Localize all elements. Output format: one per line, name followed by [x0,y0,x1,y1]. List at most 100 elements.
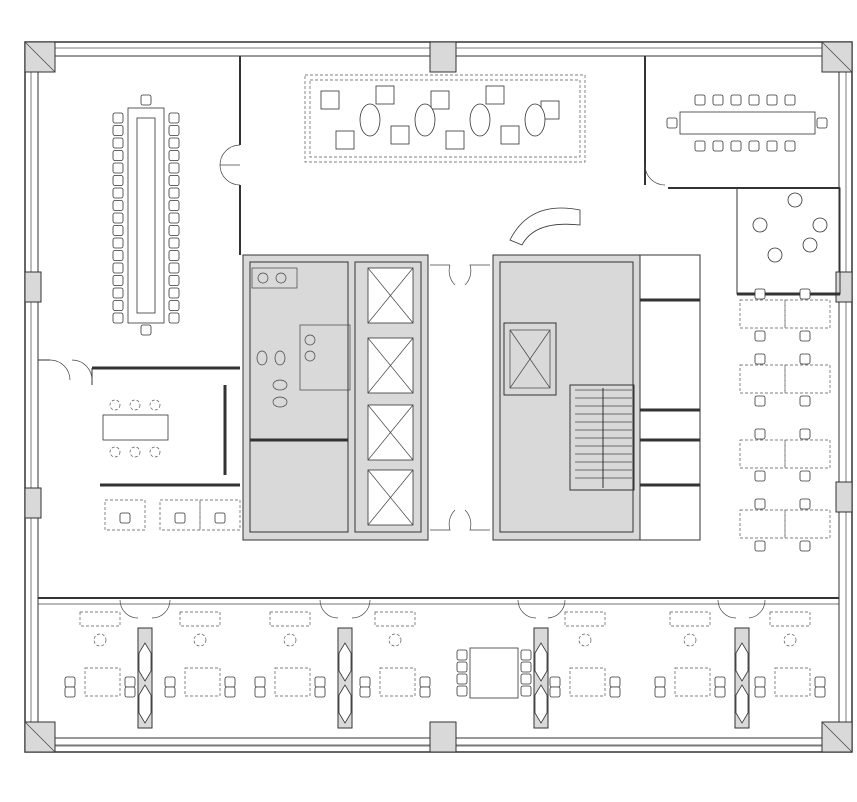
chair [168,187,180,199]
chair [730,94,742,106]
chair [520,685,532,697]
table [739,439,786,469]
chair [112,112,124,124]
chair [799,353,811,365]
chair [164,676,176,688]
chair [799,288,811,300]
column [835,271,853,303]
column [24,487,42,519]
table [374,611,416,627]
table [739,364,786,394]
lounge-chair [812,217,828,233]
door-swing [517,599,537,619]
chair [168,112,180,124]
chair [112,137,124,149]
chair [814,676,826,688]
table [184,667,221,697]
chair [714,676,726,688]
table [679,111,816,135]
chair [112,175,124,186]
door-swing [351,599,371,619]
coffee-table [414,103,436,137]
stair [575,388,632,488]
column [429,721,457,753]
chair [112,237,124,249]
lounge-chair [767,247,783,263]
table [739,299,786,329]
chair [520,673,532,685]
chair [168,150,180,161]
chair [609,676,621,688]
chair [748,140,760,152]
door-swing [219,164,241,186]
elevators [367,267,414,526]
interior-walls [38,56,841,605]
chair [799,428,811,440]
chair [112,287,124,299]
chair [754,686,766,698]
chair [419,686,431,698]
chair [174,512,186,524]
table [179,611,221,627]
chair [799,498,811,510]
chair [748,94,760,106]
table [274,667,311,697]
door-swing [219,144,241,166]
chair [799,395,811,407]
chair [314,686,326,698]
chair [168,287,180,299]
chair [456,685,468,697]
door-swing [319,599,339,619]
door-swing [151,599,171,619]
chair [359,686,371,698]
table [784,509,831,539]
chair [112,162,124,174]
coffee-table [359,103,381,137]
chair [754,288,766,300]
table [674,667,711,697]
door-swing [430,264,456,286]
building-core-right [492,254,641,541]
chair [754,676,766,688]
column [429,41,457,73]
chair [549,686,561,698]
chair [124,676,136,688]
table [669,611,711,627]
chair [609,686,621,698]
chair [112,187,124,199]
armchair [390,125,410,145]
stool [149,399,161,411]
chair [112,275,124,286]
chair [654,676,666,688]
chair [112,225,124,236]
door-swing [430,509,456,531]
column [835,481,853,513]
desk-chair [93,633,107,647]
chair [214,512,226,524]
chair [784,140,796,152]
desk-chair [388,633,402,647]
chair [168,125,180,136]
chair [754,498,766,510]
table [469,647,519,699]
chair [799,330,811,342]
chair [549,676,561,688]
chair [754,470,766,482]
door-swing [49,359,71,381]
chair [168,137,180,149]
table [199,499,241,531]
chair [140,94,152,106]
armchair [500,125,520,145]
door-swing [547,599,566,619]
chair [419,676,431,688]
stool [129,399,141,411]
table [564,611,606,627]
reception-desk [509,207,581,246]
chair [124,686,136,698]
chair [456,673,468,685]
chair [254,686,266,698]
door-swing [644,164,666,186]
chair [112,200,124,211]
table [379,667,416,697]
chair [754,353,766,365]
